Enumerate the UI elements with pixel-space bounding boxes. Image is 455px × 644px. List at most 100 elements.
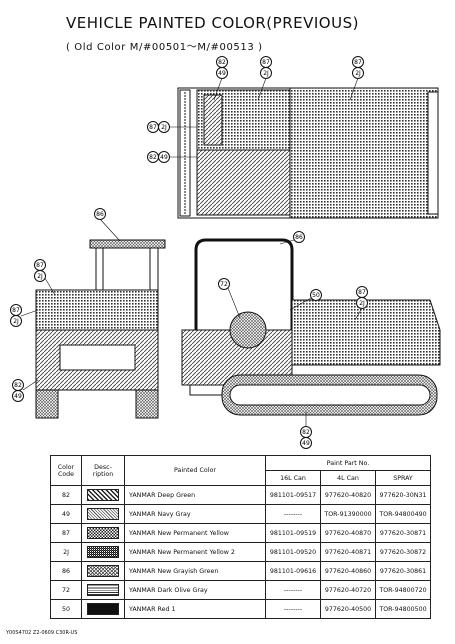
cell-16l-can: --------	[265, 504, 321, 524]
cell-code: 86	[50, 561, 82, 581]
callout-text: 87	[354, 59, 362, 66]
callout-front-c	[10, 304, 39, 327]
callout-text: 82	[302, 429, 310, 436]
cell-swatch	[81, 580, 125, 600]
callout-text: 72	[220, 281, 228, 288]
cell-16l-can: 981101-09520	[265, 542, 321, 562]
callout-text: 2J	[263, 70, 269, 77]
cell-code: 72	[50, 580, 82, 600]
col-color-code: Color Code	[50, 455, 82, 486]
callout-front-a	[94, 208, 121, 242]
cell-painted-color: YANMAR Red 1	[124, 599, 266, 619]
cell-4l-can: 977620-40500	[320, 599, 376, 619]
callout-text: 82	[149, 154, 157, 161]
paint-color-table: Color Code Desc- ription Painted Color P…	[50, 455, 431, 619]
cell-painted-color: YANMAR Deep Green	[124, 485, 266, 505]
cell-spray: 977620-30871	[375, 523, 431, 543]
callout-side-e	[300, 412, 312, 449]
page-subtitle: ( Old Color M/#00501～M/#00513 )	[66, 42, 263, 53]
cell-16l-can: --------	[265, 580, 321, 600]
callout-text: 2J	[13, 318, 19, 325]
callout-front-b	[34, 259, 56, 296]
callout-text: 87	[149, 124, 157, 131]
side-view-drawing	[181, 238, 441, 416]
cell-spray: 977620-30872	[375, 542, 431, 562]
cell-swatch	[81, 542, 125, 562]
callout-top-e	[147, 151, 197, 163]
callout-text: 87	[36, 262, 44, 269]
cell-spray: TOR-94800490	[375, 504, 431, 524]
cell-4l-can: 977620-40720	[320, 580, 376, 600]
cell-16l-can: 981101-09517	[265, 485, 321, 505]
callout-text: 82	[14, 382, 22, 389]
color-swatch	[87, 584, 119, 596]
color-swatch	[87, 527, 119, 539]
callout-side-c	[289, 289, 322, 311]
callout-top-c	[349, 56, 364, 101]
cell-painted-color: YANMAR New Grayish Green	[124, 561, 266, 581]
cell-16l-can: 981101-09616	[265, 561, 321, 581]
callout-text: 87	[262, 59, 270, 66]
callout-text: 87	[12, 307, 20, 314]
callout-front-d	[12, 379, 39, 402]
callout-text: 86	[295, 234, 303, 241]
cell-code: 87	[50, 523, 82, 543]
callout-top-a	[213, 56, 228, 101]
callout-text: 87	[358, 289, 366, 296]
callout-text: 49	[302, 440, 310, 447]
cell-spray: TOR-94800720	[375, 580, 431, 600]
callout-text: 49	[218, 70, 226, 77]
cell-4l-can: 977620-40871	[320, 542, 376, 562]
cell-swatch	[81, 504, 125, 524]
cell-painted-color: YANMAR New Permanent Yellow 2	[124, 542, 266, 562]
color-swatch	[87, 489, 119, 501]
callout-text: 49	[160, 154, 168, 161]
cell-4l-can: 977620-40870	[320, 523, 376, 543]
cell-4l-can: TOR-91390000	[320, 504, 376, 524]
callout-top-b	[257, 56, 272, 101]
callout-text: 2J	[359, 300, 365, 307]
cell-4l-can: 977620-40820	[320, 485, 376, 505]
callout-text: 82	[218, 59, 226, 66]
callout-top-d	[147, 121, 197, 133]
cell-painted-color: YANMAR New Permanent Yellow	[124, 523, 266, 543]
col-16l-can: 16L Can	[265, 470, 321, 486]
cell-swatch	[81, 485, 125, 505]
front-view-drawing	[35, 239, 166, 419]
callout-text: 50	[312, 292, 320, 299]
color-swatch	[87, 508, 119, 520]
cell-swatch	[81, 523, 125, 543]
color-swatch	[87, 603, 119, 615]
callout-text: 49	[14, 393, 22, 400]
cell-swatch	[81, 599, 125, 619]
cell-painted-color: YANMAR Navy Gray	[124, 504, 266, 524]
callout-text: 86	[96, 211, 104, 218]
callout-text: 2J	[161, 124, 167, 131]
document-footer: Y00S4702 Z2-0609 C30R-US	[6, 630, 78, 636]
cell-code: 50	[50, 599, 82, 619]
callout-side-a	[279, 231, 305, 245]
callout-side-b	[218, 278, 241, 319]
cell-spray: 977620-30N31	[375, 485, 431, 505]
cell-code: 2J	[50, 542, 82, 562]
cell-code: 82	[50, 485, 82, 505]
cell-spray: 977620-30861	[375, 561, 431, 581]
color-swatch	[87, 565, 119, 577]
col-paint-part-no: Paint Part No.	[265, 455, 431, 471]
cell-16l-can: 981101-09519	[265, 523, 321, 543]
cell-painted-color: YANMAR Dark Olive Gray	[124, 580, 266, 600]
top-view-drawing	[177, 87, 439, 219]
col-painted-color: Painted Color	[124, 455, 266, 486]
page-title: VEHICLE PAINTED COLOR(PREVIOUS)	[66, 14, 359, 32]
cell-16l-can: --------	[265, 599, 321, 619]
table-row: 72 YANMAR Dark Olive Gray--------977620-4…	[50, 580, 431, 600]
col-spray: SPRAY	[375, 470, 431, 486]
cell-4l-can: 977620-40860	[320, 561, 376, 581]
cell-code: 49	[50, 504, 82, 524]
